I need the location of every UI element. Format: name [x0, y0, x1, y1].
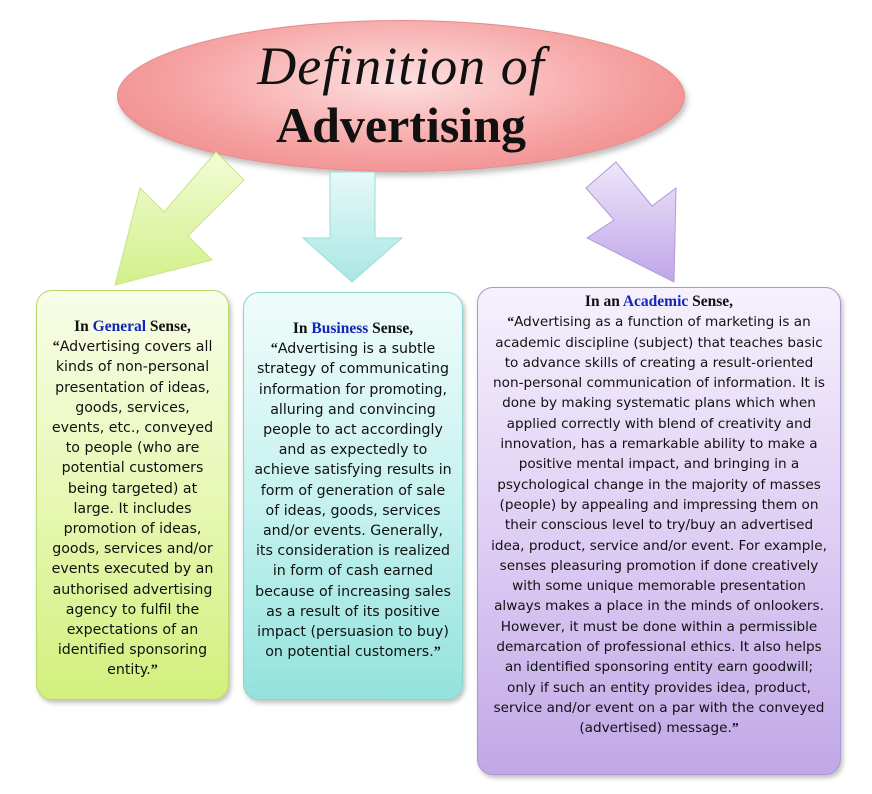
academic-sense-box: In an Academic Sense, “Advertising as a …	[477, 287, 841, 775]
arrow-right-icon	[585, 161, 677, 283]
academic-sense-highlight: Academic	[622, 293, 689, 310]
business-sense-text: “Advertising is a subtle strategy of com…	[254, 341, 452, 661]
business-sense-highlight: Business	[311, 320, 369, 337]
business-sense-box: In Business Sense, “Advertising is a sub…	[243, 292, 463, 700]
arrow-center-icon	[301, 171, 404, 283]
title-ellipse: Definition of Advertising	[117, 20, 685, 172]
general-sense-text: “Advertising covers all kinds of non-per…	[51, 339, 214, 679]
general-sense-heading: In General Sense,	[74, 318, 191, 335]
general-sense-highlight: General	[92, 318, 147, 335]
business-sense-heading: In Business Sense,	[292, 320, 414, 337]
title-line-1: Definition of	[257, 36, 545, 96]
academic-sense-heading: In an Academic Sense,	[584, 293, 734, 310]
arrow-left-icon	[114, 151, 245, 286]
title-line-2: Advertising	[276, 97, 526, 153]
academic-sense-text: “Advertising as a function of marketing …	[491, 314, 827, 737]
general-sense-box: In General Sense, “Advertising covers al…	[36, 290, 229, 700]
